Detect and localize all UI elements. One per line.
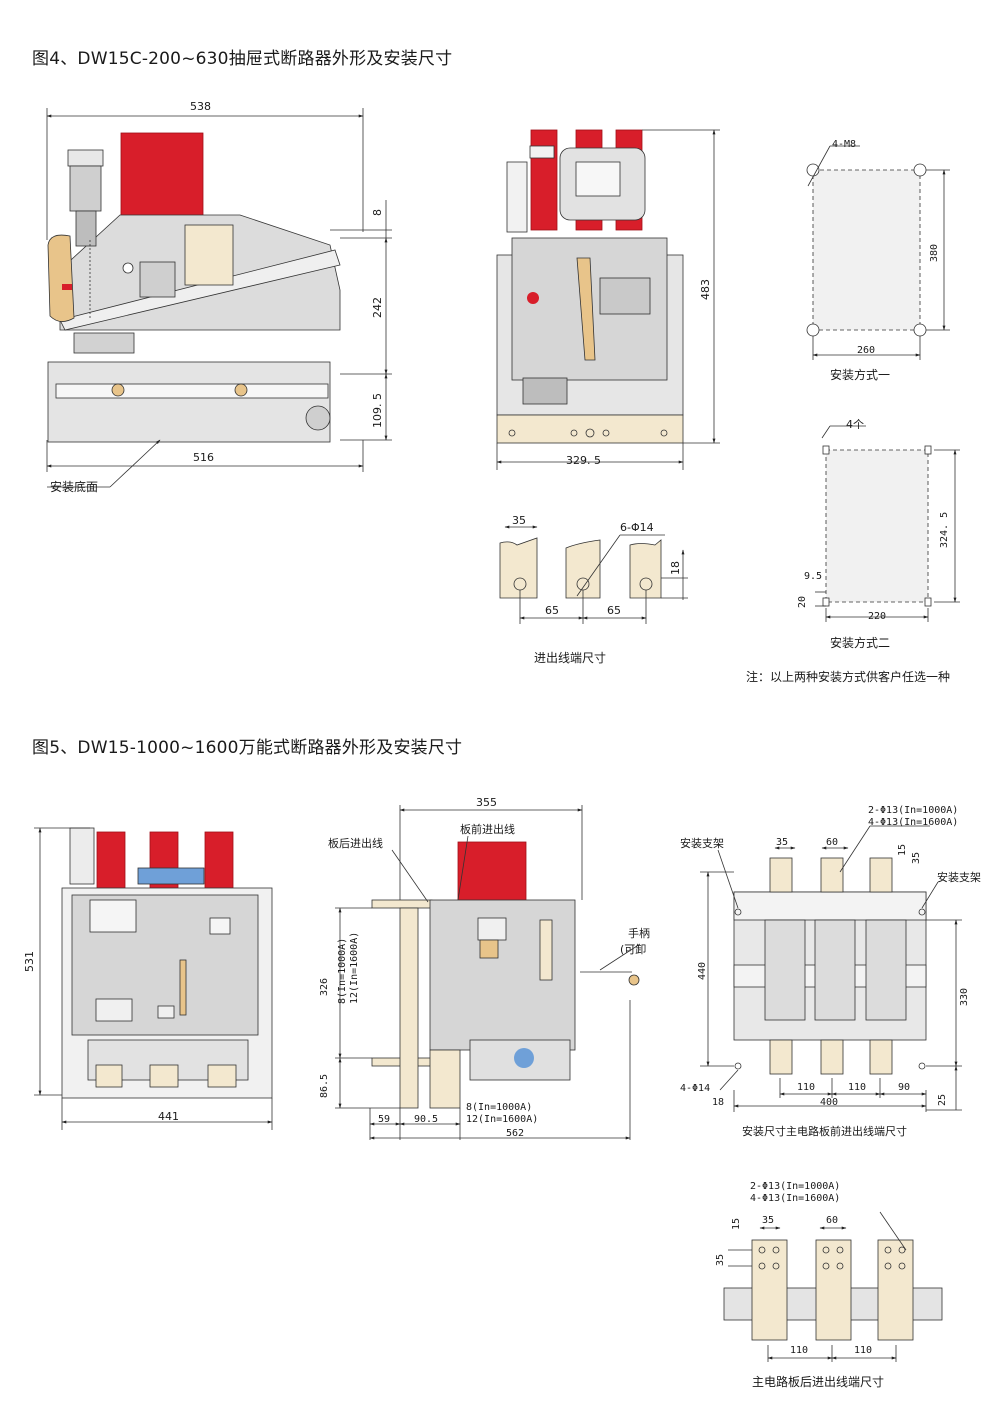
side-rating-1000: 8(In=1000A) xyxy=(337,937,348,1004)
mounting-dim-35: 35 xyxy=(776,837,789,848)
fig5-front-dim-531: 531 xyxy=(23,951,36,972)
side-dim-326: 326 xyxy=(319,977,330,996)
rear-inout-label: 板后进出线 xyxy=(328,837,383,850)
rear-dim-60: 60 xyxy=(826,1215,839,1226)
terminal-holes: 6-Φ14 xyxy=(620,521,654,534)
fig5-side-view xyxy=(335,805,641,1140)
mounting-holes-1600: 4-Φ13(In=1600A) xyxy=(868,817,959,828)
mount2-dim-20: 20 xyxy=(797,595,808,608)
mount1-holes: 4-M8 xyxy=(832,139,857,150)
rear-dim-110-b: 110 xyxy=(854,1345,873,1356)
mounting-dim-330: 330 xyxy=(959,987,970,1006)
side-bottom-rating-1000: 8(In=1000A) xyxy=(466,1102,533,1113)
mount2-dim-220: 220 xyxy=(868,611,887,622)
fig4-dim-109-5: 109. 5 xyxy=(371,393,384,428)
mounting-dim-15: 15 xyxy=(897,843,908,856)
rear-dim-35-vertical: 35 xyxy=(715,1253,726,1266)
mounting-dim-110-b: 110 xyxy=(848,1082,867,1093)
mounting-dim-60: 60 xyxy=(826,837,839,848)
fig4-dim-329-5: 329. 5 xyxy=(566,454,601,467)
mount2-dim-9-5: 9.5 xyxy=(804,571,823,582)
terminal-dim-35: 35 xyxy=(512,514,526,527)
fig5-front-dim-441: 441 xyxy=(158,1110,179,1123)
fig5-mounting-view xyxy=(700,825,962,1112)
rear-holes-1600: 4-Φ13(In=1600A) xyxy=(750,1193,841,1204)
mounting-dim-400: 400 xyxy=(820,1097,839,1108)
side-dim-355: 355 xyxy=(476,796,497,809)
terminal-dim-65-a: 65 xyxy=(545,604,559,617)
side-dim-90-5: 90.5 xyxy=(414,1114,439,1125)
side-dim-59: 59 xyxy=(378,1114,391,1125)
mounting-dim-90: 90 xyxy=(898,1082,911,1093)
mounting-dim-25: 25 xyxy=(937,1093,948,1106)
fig4-dim-538: 538 xyxy=(190,100,211,113)
mount2-caption: 安装方式二 xyxy=(830,636,891,650)
handle-label: 手柄 xyxy=(628,927,650,940)
side-rating-1600: 12(In=1600A) xyxy=(349,931,360,1004)
mounting-dim-110-a: 110 xyxy=(797,1082,816,1093)
front-inout-label: 板前进出线 xyxy=(460,823,515,836)
rear-dim-15: 15 xyxy=(731,1217,742,1230)
rear-caption: 主电路板后进出线端尺寸 xyxy=(752,1375,885,1389)
mounting-holes-4: 4-Φ14 xyxy=(680,1083,711,1094)
fig5-front-view xyxy=(34,827,273,1130)
mount1-dim-380: 380 xyxy=(929,243,940,262)
fig5-title: 图5、DW15-1000~1600万能式断路器外形及安装尺寸 xyxy=(32,738,463,758)
mount2-holes: 4个 xyxy=(846,418,864,431)
fig4-dim-516: 516 xyxy=(193,451,214,464)
fig4-note: 注：以上两种安装方式供客户任选一种 xyxy=(746,670,951,684)
fig4-dim-483: 483 xyxy=(699,279,712,300)
fig4-mounting-2 xyxy=(815,425,960,622)
terminal-dim-65-b: 65 xyxy=(607,604,621,617)
fig4-dim-8: 8 xyxy=(371,209,384,216)
bracket-label-left: 安装支架 xyxy=(680,837,724,850)
mounting-dim-440: 440 xyxy=(697,961,708,980)
fig4-mounting-1 xyxy=(806,145,950,360)
rear-dim-35: 35 xyxy=(762,1215,775,1226)
terminal-dim-18: 18 xyxy=(669,561,682,575)
mounting-holes-1000: 2-Φ13(In=1000A) xyxy=(868,805,959,816)
fig4-dim-242: 242 xyxy=(371,297,384,318)
fig4-base-label: 安装底面 xyxy=(50,480,99,494)
mount1-dim-260: 260 xyxy=(857,345,876,356)
handle-label-removable: (可卸 xyxy=(620,943,647,956)
mount2-dim-324-5: 324. 5 xyxy=(939,511,950,548)
side-dim-86-5: 86.5 xyxy=(319,1073,330,1098)
side-bottom-rating-1600: 12(In=1600A) xyxy=(466,1114,539,1125)
fig5-rear-terminal-view xyxy=(723,1211,943,1362)
terminal-caption: 进出线端尺寸 xyxy=(534,651,607,665)
mounting-dim-35-vertical: 35 xyxy=(911,851,922,864)
mounting-dim-18: 18 xyxy=(712,1097,725,1108)
fig4-front-view xyxy=(496,129,720,470)
bracket-label-right: 安装支架 xyxy=(937,871,981,884)
fig4-terminal-detail xyxy=(499,525,688,624)
side-dim-562: 562 xyxy=(506,1128,525,1139)
fig4-title: 图4、DW15C-200~630抽屉式断路器外形及安装尺寸 xyxy=(32,49,453,69)
fig4-side-view xyxy=(46,108,392,488)
mounting-caption: 安装尺寸主电路板前进出线端尺寸 xyxy=(742,1125,907,1138)
rear-dim-110-a: 110 xyxy=(790,1345,809,1356)
rear-holes-1000: 2-Φ13(In=1000A) xyxy=(750,1181,841,1192)
mount1-caption: 安装方式一 xyxy=(830,368,891,382)
